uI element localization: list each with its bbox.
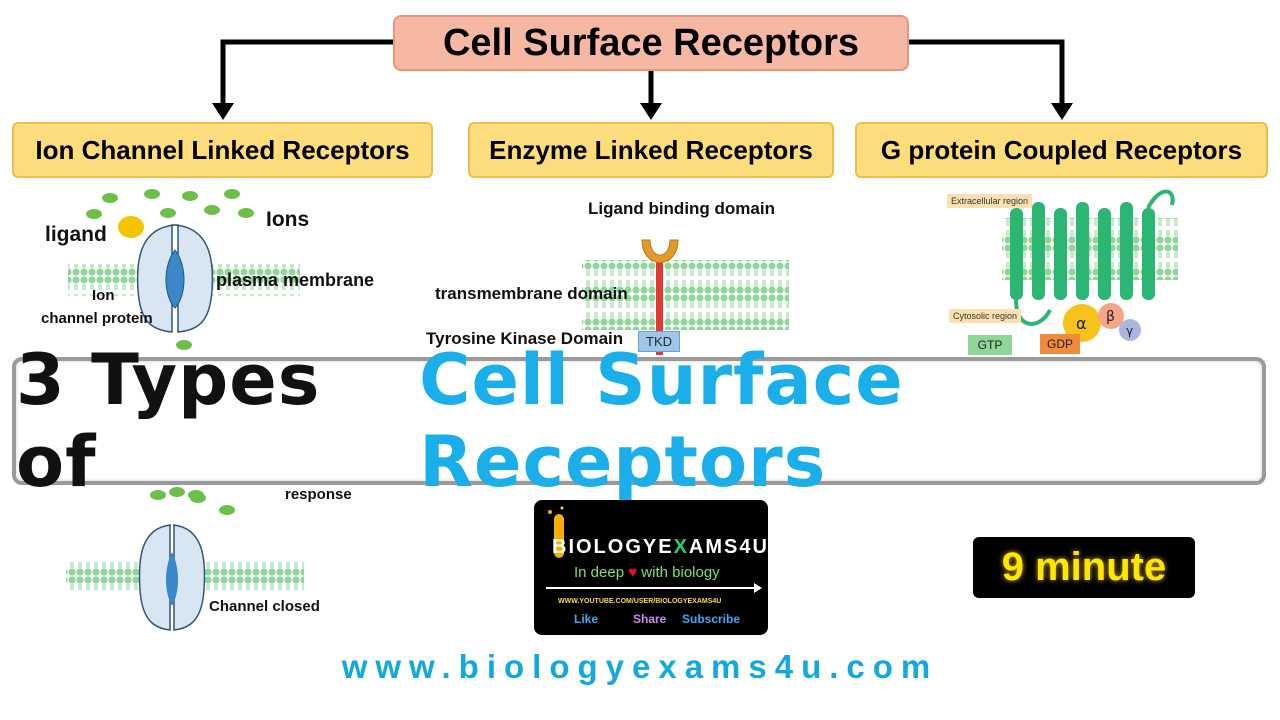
ligand-label: ligand <box>45 223 107 246</box>
ion-channel-closed-illustration <box>66 487 304 631</box>
ion-label: Ion <box>92 287 115 304</box>
website-url: www.biologyexams4u.com <box>341 648 939 685</box>
brand-name: BIOLOGYEXAMS4U <box>552 536 768 559</box>
ion-channel-open-illustration <box>68 189 300 350</box>
category-enzyme-linked: Enzyme Linked Receptors <box>468 122 834 178</box>
tagline-b: with biology <box>641 564 720 581</box>
beta-label: β <box>1106 309 1115 325</box>
category-g-protein: G protein Coupled Receptors <box>855 122 1268 178</box>
tagline-a: In deep <box>574 564 625 581</box>
test-tube-icon <box>548 506 564 558</box>
heart-icon: ♥ <box>628 564 638 581</box>
category-ion-channel: Ion Channel Linked Receptors <box>12 122 433 178</box>
enzyme-receptor-illustration <box>582 239 789 355</box>
connector-arrows <box>212 39 1073 120</box>
tyrosine-kinase-domain-label: Tyrosine Kinase Domain <box>426 329 624 348</box>
headline-banner: 3 Types of Cell Surface Receptors <box>12 339 1266 503</box>
channel-logo: BIOLOGYEXAMS4U In deep ♥ with biology WW… <box>534 500 768 635</box>
like-label: Like <box>574 612 599 626</box>
brand-right: AMS4U <box>688 536 768 558</box>
transmembrane-domain-label: transmembrane domain <box>435 284 628 303</box>
headline-prefix: 3 Types of <box>16 339 321 503</box>
subscribe-label: Subscribe <box>682 612 741 626</box>
arrow-icon <box>546 583 762 593</box>
brand-x: X <box>673 536 689 558</box>
share-label: Share <box>633 612 667 626</box>
brand-left: BIOLOGYE <box>552 536 674 558</box>
gamma-label: γ <box>1126 324 1133 338</box>
duration-badge: 9 minute <box>973 537 1195 598</box>
response-label: response <box>285 486 352 503</box>
gpcr-illustration: α β γ <box>1002 189 1178 342</box>
cytosolic-region-label: Cytosolic region <box>949 309 1022 323</box>
extracellular-region-label: Extracellular region <box>947 194 1033 208</box>
ligand-binding-domain-label: Ligand binding domain <box>588 199 775 218</box>
channel-protein-label: channel protein <box>41 310 153 327</box>
channel-closed-label: Channel closed <box>209 598 320 615</box>
gtp-box: GTP <box>968 335 1012 355</box>
category-label: Ion Channel Linked Receptors <box>35 134 410 165</box>
plasma-membrane-label: plasma membrane <box>216 270 375 290</box>
gdp-box: GDP <box>1040 334 1080 354</box>
ligand-molecule <box>118 216 144 238</box>
category-label: Enzyme Linked Receptors <box>489 134 813 165</box>
category-label: G protein Coupled Receptors <box>880 134 1243 165</box>
main-title: Cell Surface Receptors <box>393 15 909 71</box>
alpha-label: α <box>1076 314 1087 333</box>
brand-tagline: In deep ♥ with biology <box>574 564 720 581</box>
headline-highlight: Cell Surface Receptors <box>419 339 904 503</box>
ions-label: Ions <box>266 208 310 231</box>
tkd-box: TKD <box>638 331 680 352</box>
channel-url: WWW.YOUTUBE.COM/USER/BIOLOGYEXAMS4U <box>558 598 722 605</box>
